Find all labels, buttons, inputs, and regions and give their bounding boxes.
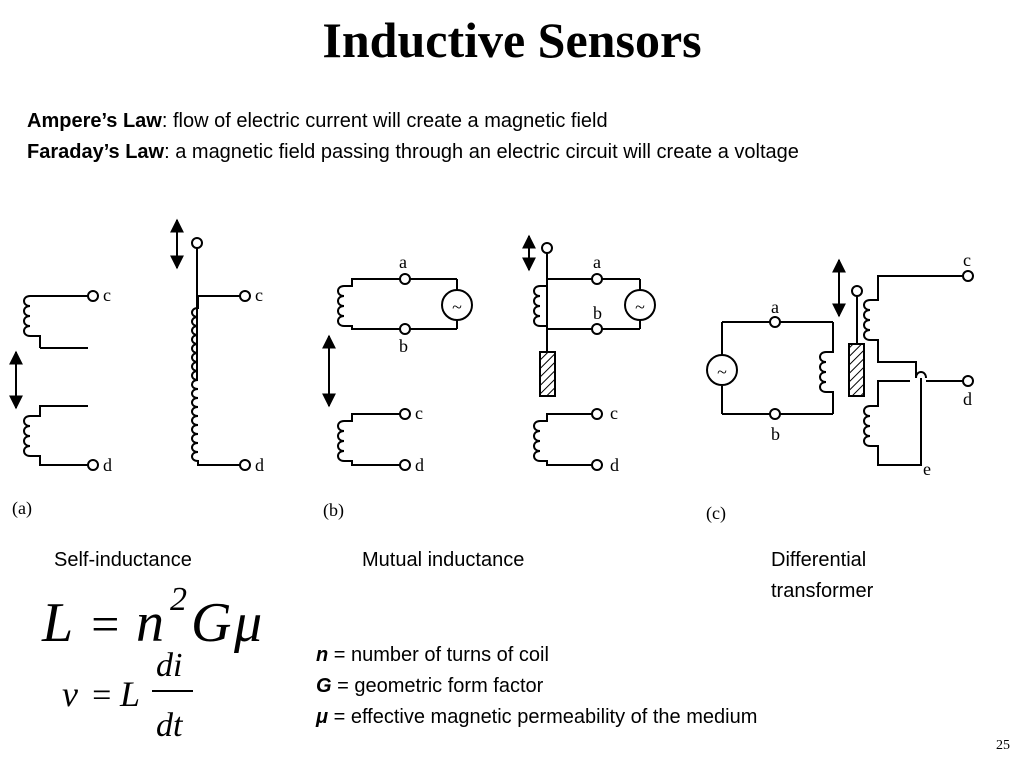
definition-text: = geometric form factor [331, 675, 544, 697]
caption-line: Differential [771, 549, 867, 571]
faraday-law-text: : a magnetic field passing through an el… [164, 141, 799, 163]
terminals [87, 237, 974, 471]
ampere-law-term: Ampere’s Law [27, 110, 162, 132]
terminal [541, 242, 553, 254]
fig-c-label-c: c [963, 250, 971, 270]
terminal [87, 290, 99, 302]
svg-text:~: ~ [717, 362, 727, 382]
inductance-formula: L = n 2 G μ [41, 581, 262, 654]
fig-c-label-d: d [963, 389, 972, 409]
fig-a-coil-lower [23, 405, 88, 466]
fig-a-coil-upper [23, 295, 88, 349]
symbol-g: G [316, 675, 332, 697]
ampere-law-line: Ampere’s Law: flow of electric current w… [27, 106, 987, 137]
fig-a-label-d2: d [255, 455, 264, 475]
voltage-formula: v = L di dt [62, 647, 193, 744]
fig-b-label-a: a [399, 252, 407, 272]
faraday-law-line: Faraday’s Law: a magnetic field passing … [27, 137, 987, 168]
fig-b2-ac-source: ~ [624, 289, 656, 321]
fig-b-ac-source: ~ [441, 289, 473, 321]
fig-b2-primary-coil [533, 278, 641, 330]
fig-b-primary-coil [337, 278, 458, 330]
terminal [769, 316, 781, 328]
symbol-definitions: n = number of turns of coil G = geometri… [316, 640, 757, 733]
definition-text: = effective magnetic permeability of the… [328, 706, 758, 728]
fig-c-label-e: e [923, 459, 931, 479]
page-number: 25 [996, 738, 1010, 753]
fig-b2-label-b: b [593, 303, 602, 323]
svg-text:di: di [156, 647, 182, 684]
fig-c-label-b: b [771, 424, 780, 444]
terminal [399, 459, 411, 471]
definition-text: = number of turns of coil [328, 644, 549, 666]
fig-b2-label-c: c [610, 403, 618, 423]
terminal [591, 459, 603, 471]
fig-a-solenoid [191, 295, 240, 466]
terminal [399, 323, 411, 335]
svg-text:L: L [41, 592, 73, 654]
page-title: Inductive Sensors [322, 12, 702, 68]
svg-text:L: L [119, 674, 140, 714]
terminal [851, 285, 863, 297]
caption-line: transformer [771, 580, 874, 602]
fig-b2-label-a: a [593, 252, 601, 272]
svg-text:~: ~ [635, 297, 645, 317]
symbol-mu: μ [316, 706, 329, 728]
svg-text:2: 2 [170, 581, 187, 618]
svg-text:μ: μ [233, 592, 262, 654]
fig-b-label-d: d [415, 455, 424, 475]
fig-b-label-c: c [415, 403, 423, 423]
fig-c-secondary-lower [863, 378, 922, 466]
fig-b-label-b: b [399, 336, 408, 356]
svg-text:=: = [90, 677, 113, 714]
faraday-law-term: Faraday’s Law [27, 141, 165, 163]
fig-c-primary-circuit [721, 321, 834, 415]
definition-mu: μ = effective magnetic permeability of t… [316, 702, 757, 733]
terminal [191, 237, 203, 249]
terminal [87, 459, 99, 471]
svg-text:dt: dt [156, 707, 184, 744]
fig-b2-label-d: d [610, 455, 619, 475]
fig-b-panel-label: (b) [323, 500, 344, 521]
svg-text:v: v [62, 674, 78, 714]
laws-text: Ampere’s Law: flow of electric current w… [27, 106, 987, 168]
fig-b-secondary-coil [337, 413, 400, 466]
fig-b2-core [539, 351, 556, 397]
definition-g: G = geometric form factor [316, 671, 757, 702]
svg-text:n: n [136, 592, 164, 654]
terminal [239, 290, 251, 302]
definition-n: n = number of turns of coil [316, 640, 757, 671]
terminal [591, 408, 603, 420]
fig-b2-secondary-coil [533, 413, 592, 466]
fig-a-panel-label: (a) [12, 498, 32, 519]
terminal [962, 375, 974, 387]
svg-text:G: G [191, 592, 231, 654]
terminal [962, 270, 974, 282]
caption-differential-transformer: Differential transformer [771, 545, 931, 607]
fig-c-panel-label: (c) [706, 503, 726, 524]
terminal [399, 408, 411, 420]
fig-a-label-d1: d [103, 455, 112, 475]
caption-self-inductance: Self-inductance [54, 549, 192, 571]
terminal [239, 459, 251, 471]
caption-mutual-inductance: Mutual inductance [362, 549, 525, 571]
ampere-law-text: : flow of electric current will create a… [161, 110, 608, 132]
svg-text:=: = [88, 596, 122, 652]
fig-c-secondary-upper [863, 275, 963, 382]
terminal [399, 273, 411, 285]
terminal [769, 408, 781, 420]
fig-a-label-c1: c [103, 285, 111, 305]
fig-c-core [848, 343, 865, 397]
fig-a-label-c2: c [255, 285, 263, 305]
svg-text:~: ~ [452, 297, 462, 317]
fig-c-label-a: a [771, 297, 779, 317]
fig-c-ac-source: ~ [706, 354, 738, 386]
terminal [591, 273, 603, 285]
symbol-n: n [316, 644, 329, 666]
terminal [591, 323, 603, 335]
